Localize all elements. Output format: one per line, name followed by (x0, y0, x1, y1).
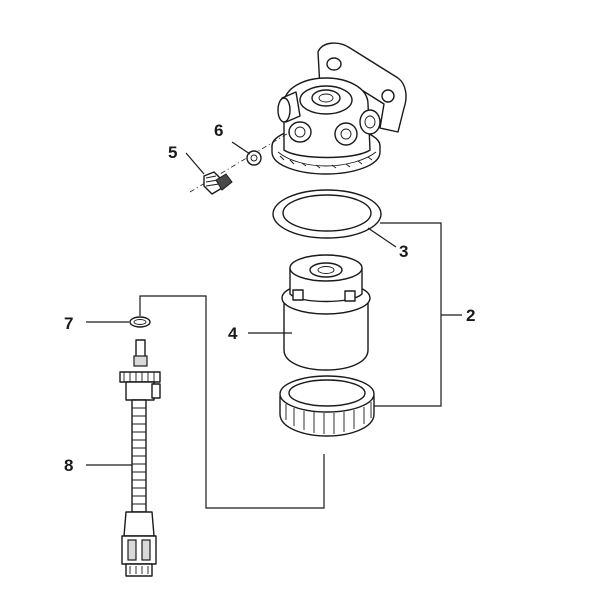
callout-2: 2 (466, 306, 475, 325)
callout-7: 7 (64, 314, 73, 333)
filter-head (271, 42, 407, 175)
callout-5: 5 (168, 143, 177, 162)
water-sensor-harness (119, 339, 161, 577)
leader-3 (367, 227, 397, 248)
sealing-washer (246, 150, 262, 166)
filter-element (281, 254, 371, 371)
assembly-link (139, 295, 325, 509)
port-right (359, 109, 381, 135)
callout-6: 6 (214, 121, 223, 140)
port-front-left (288, 121, 312, 143)
leader-6 (231, 141, 251, 155)
callout-4: 4 (228, 324, 238, 343)
callout-8: 8 (64, 456, 73, 475)
leader-lines (86, 141, 462, 509)
port-left (277, 91, 301, 123)
bowl-retaining-ring (279, 375, 375, 437)
port-front-right (334, 122, 358, 146)
small-o-ring (129, 316, 151, 328)
leader-5 (185, 152, 205, 175)
o-ring-seal (272, 189, 382, 239)
callout-3: 3 (399, 242, 408, 261)
bleed-screw (189, 131, 291, 195)
